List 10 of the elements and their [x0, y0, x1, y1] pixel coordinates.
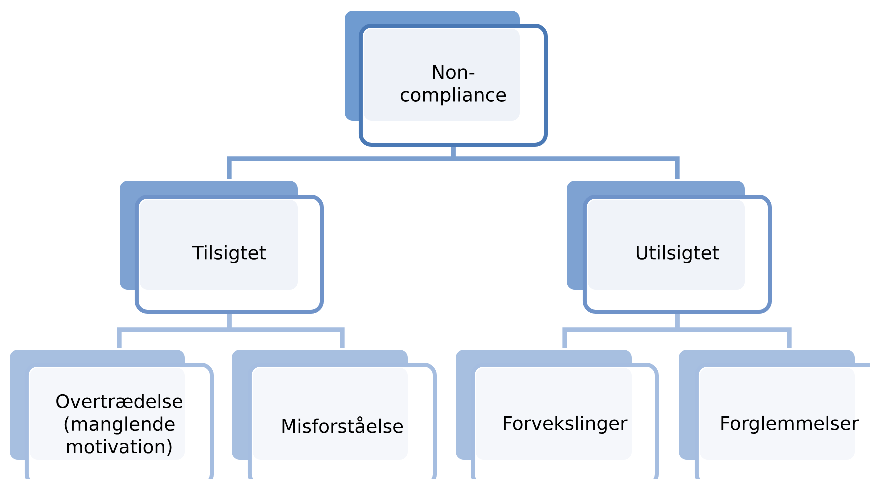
process-box: Forvekslinger — [456, 350, 659, 479]
process-box: Non-compliance — [345, 11, 548, 147]
connector-line — [451, 146, 680, 180]
connector-line — [675, 314, 792, 348]
process-box: Tilsigtet — [120, 181, 324, 314]
process-box: Utilsigtet — [567, 181, 772, 314]
process-box: Forglemmelser — [679, 350, 870, 479]
connector-line — [227, 314, 345, 348]
process-box: Overtrædelse (manglende motivation) — [10, 350, 214, 479]
process-box: Misforståelse — [232, 350, 438, 479]
